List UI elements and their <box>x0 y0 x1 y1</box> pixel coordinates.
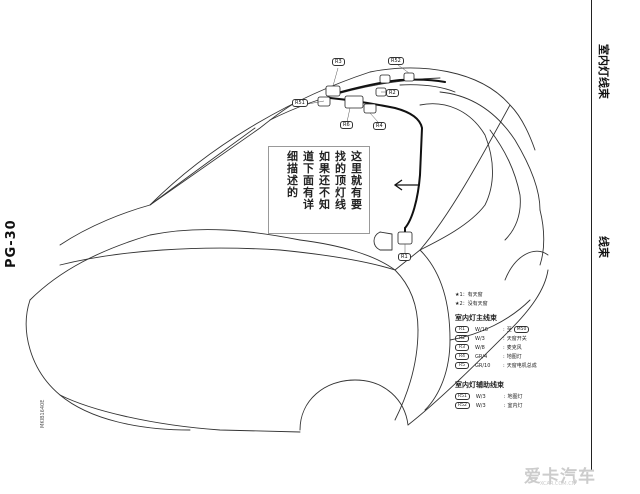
trim-line <box>399 84 456 93</box>
row-func: 麦克风 <box>506 345 522 351</box>
callout-r6: R6 <box>340 121 353 129</box>
watermark-site: XCAR.COM.CN <box>540 481 576 487</box>
wheel-arch-rear <box>504 250 549 281</box>
mirror <box>373 231 393 251</box>
row-wire: W/3 <box>475 393 486 400</box>
callout-r51: R51 <box>292 99 308 107</box>
row-wire: W/3 <box>475 402 486 409</box>
note-line-1: 这里就有要 <box>351 150 362 211</box>
row-id: R1 <box>455 326 469 333</box>
row-wire: W/16 <box>475 326 488 333</box>
side-body <box>394 104 511 271</box>
hood-line <box>29 229 301 301</box>
watermark-logo: 爱卡汽车 <box>524 467 596 487</box>
legend-notes: ★1：有天窗 ★2：没有天窗 <box>455 290 488 308</box>
legend-main-harness: 室内灯主线束 R1 W/16 : 至 M50 R2 W/3 : 天窗开关 R3 … <box>455 313 537 370</box>
legend-note-1: ★1：有天窗 <box>455 292 483 298</box>
connector-r4-block <box>363 103 377 114</box>
row-id: R51 <box>455 393 470 400</box>
row-id: R3 <box>455 344 469 351</box>
connector-r51-block <box>379 74 391 84</box>
row-id: R5 <box>455 362 469 369</box>
door-lower <box>449 299 531 341</box>
row-func: 天窗开关 <box>506 336 527 342</box>
row-id: R52 <box>455 402 470 409</box>
hood-front <box>25 299 191 431</box>
side-lower <box>394 329 419 421</box>
row-func: 地图灯 <box>507 394 523 400</box>
doc-code: MKIB1640E <box>40 399 46 428</box>
side-title-mid: 线束 <box>597 236 610 258</box>
annotation-note: 这里就有要 找的顶灯线 如果还不知 道下面有详 细描述的 <box>268 146 370 234</box>
row-wire: W/3 <box>475 335 485 342</box>
connector-r1-block <box>397 231 413 245</box>
row-id: R2 <box>455 335 469 342</box>
row-func: 室内灯 <box>507 403 523 409</box>
row-id: R4 <box>455 353 469 360</box>
connector-r3-block <box>325 85 341 97</box>
callout-r3: R3 <box>332 58 345 66</box>
note-line-4: 道下面有详 <box>303 150 314 211</box>
legend-row: R1 W/16 : 至 M50 <box>455 325 537 334</box>
connector-r52-block <box>403 72 415 82</box>
pointer-arrow-head <box>393 179 403 191</box>
main-harness-title: 室内灯主线束 <box>455 314 497 322</box>
legend-row: R3 W/8 : 麦克风 <box>455 343 537 352</box>
note-line-3: 如果还不知 <box>319 150 330 211</box>
windshield <box>59 99 301 246</box>
row-func: 地图灯 <box>506 354 522 360</box>
hood-crease <box>59 247 396 271</box>
row-wire: GR/10 <box>475 362 491 369</box>
rocker <box>407 269 549 426</box>
row-wire: W/8 <box>475 344 485 351</box>
page-number: PG-30 <box>4 219 19 268</box>
side-title-top: 室内灯线束 <box>597 44 610 99</box>
roof-outline <box>149 67 536 206</box>
side-window-front <box>419 103 493 251</box>
connector-r5-block <box>317 96 331 107</box>
harness-roof-wire <box>329 78 446 96</box>
door-line <box>419 249 451 411</box>
side-window-rear <box>489 129 521 241</box>
legend-aux-harness: 室内灯辅助线束 R51 W/3 : 地图灯 R52 W/3 : 室内灯 <box>455 380 523 410</box>
callout-r4: R4 <box>373 122 386 130</box>
rear-window <box>439 91 541 211</box>
row-func: 至 <box>506 327 512 333</box>
legend-row: R2 W/3 : 天窗开关 <box>455 334 537 343</box>
callout-r2: R2 <box>386 89 399 97</box>
connector-r6-block <box>344 95 364 109</box>
legend-row: R51 W/3 : 地图灯 <box>455 392 523 401</box>
callout-r1: R1 <box>398 253 411 261</box>
row-wire: GR/4 <box>475 353 488 360</box>
rear-deck <box>539 209 545 266</box>
note-line-2: 找的顶灯线 <box>335 150 346 211</box>
windshield-top <box>149 127 256 206</box>
note-line-5: 细描述的 <box>287 150 298 199</box>
legend-row: R4 GR/4 : 地图灯 <box>455 352 537 361</box>
legend-row: R52 W/3 : 室内灯 <box>455 401 523 410</box>
legend-row: R5 GR/10 : 天窗电机总成 <box>455 361 537 370</box>
row-extra: M50 <box>513 326 530 333</box>
front-bumper <box>59 394 301 433</box>
legend-note-2: ★2：没有天窗 <box>455 301 488 307</box>
aux-harness-title: 室内灯辅助线束 <box>455 381 504 389</box>
wheel-arch-front <box>299 379 409 431</box>
right-divider <box>591 0 592 470</box>
callout-r52: R52 <box>388 57 404 65</box>
row-func: 天窗电机总成 <box>506 363 537 369</box>
